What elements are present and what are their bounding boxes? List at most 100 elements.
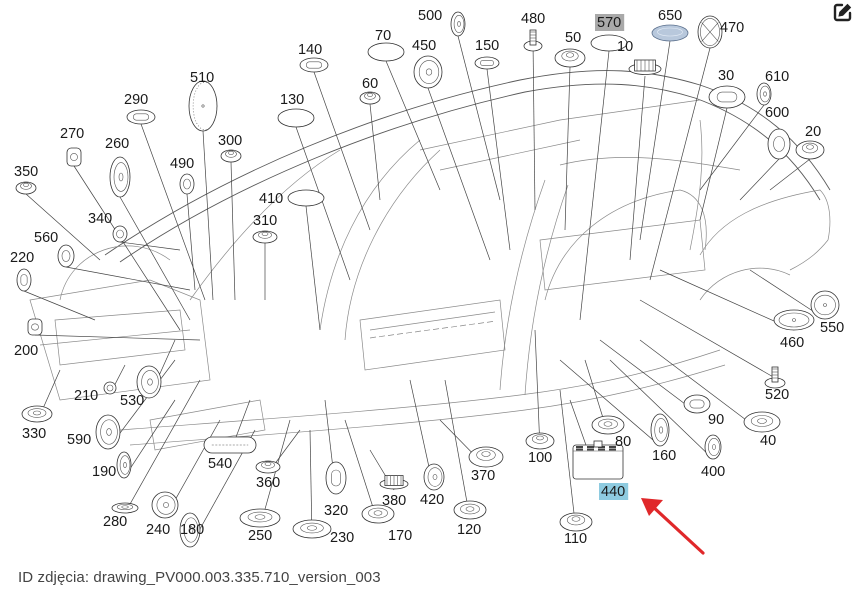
part-60-shape: [359, 91, 381, 105]
car-body-line: [104, 70, 831, 256]
part-550-shape: [810, 290, 840, 320]
part-label-450: 450: [412, 38, 436, 54]
part-label-20: 20: [805, 124, 821, 140]
part-label-210: 210: [74, 388, 98, 404]
part-label-490: 490: [170, 156, 194, 172]
part-310-shape: [252, 230, 278, 244]
part-10-shape: [628, 59, 662, 75]
car-body-detail: [405, 331, 413, 334]
part-70-shape: [367, 42, 405, 62]
part-label-340: 340: [88, 211, 112, 227]
part-240-shape: [151, 491, 179, 519]
car-body-detail: [477, 322, 485, 324]
caption-prefix: ID zdjęcia:: [18, 569, 90, 586]
part-label-300: 300: [218, 133, 242, 149]
part-450-shape: [413, 55, 443, 89]
leader-line-450: [427, 87, 491, 261]
part-210-shape: [103, 381, 117, 395]
part-130-shape: [277, 108, 315, 128]
car-body-detail: [486, 321, 494, 323]
part-340-shape: [112, 225, 128, 243]
car-body-line: [29, 279, 211, 401]
part-label-650: 650: [658, 8, 682, 24]
red-arrow-shaft: [649, 503, 705, 555]
leader-line-350: [25, 193, 101, 261]
part-label-280: 280: [103, 514, 127, 530]
part-110-shape: [559, 512, 593, 532]
part-20-shape: [795, 140, 825, 160]
part-label-30: 30: [718, 68, 734, 84]
part-label-120: 120: [457, 522, 481, 538]
leader-line-570: [579, 50, 610, 321]
part-label-160: 160: [652, 448, 676, 464]
part-label-250: 250: [248, 528, 272, 544]
car-body-line: [149, 399, 266, 451]
car-body-line: [699, 189, 831, 256]
leader-line-60: [369, 103, 381, 201]
car-body-detail: [450, 325, 458, 328]
part-label-150: 150: [475, 38, 499, 54]
part-label-310: 310: [253, 213, 277, 229]
car-body-detail: [369, 336, 377, 339]
leader-line-400: [609, 359, 714, 460]
part-150-shape: [474, 56, 500, 70]
leader-line-20: [769, 158, 811, 191]
part-label-10: 10: [617, 39, 633, 55]
car-body-detail: [396, 333, 404, 335]
part-30-shape: [708, 85, 746, 109]
parts-layer: [15, 11, 840, 548]
part-50-shape: [554, 48, 586, 68]
part-370-shape: [468, 446, 504, 468]
leader-line-510: [202, 130, 214, 301]
part-400-shape: [704, 434, 722, 460]
part-160-shape: [650, 413, 670, 447]
part-520-shape: [764, 366, 786, 389]
part-label-480: 480: [521, 11, 545, 27]
edit-button[interactable]: [833, 2, 853, 22]
part-230-shape: [292, 519, 332, 539]
leader-line-50: [564, 66, 571, 231]
car-body-detail: [441, 327, 449, 329]
part-220-shape: [16, 268, 32, 292]
part-label-570: 570: [597, 15, 621, 31]
part-100-shape: [525, 432, 555, 450]
leader-line-30: [699, 107, 728, 221]
part-label-130: 130: [280, 92, 304, 108]
leader-line-140: [313, 71, 371, 231]
part-330-shape: [21, 405, 53, 423]
part-label-410: 410: [259, 191, 283, 207]
part-label-60: 60: [362, 76, 378, 92]
part-label-560: 560: [34, 230, 58, 246]
part-label-500: 500: [418, 8, 442, 24]
part-470-shape: [697, 15, 723, 49]
part-label-360: 360: [256, 475, 280, 491]
leader-line-500: [457, 35, 501, 201]
car-body-line: [439, 139, 581, 171]
leader-line-40: [639, 339, 763, 433]
part-label-400: 400: [701, 464, 725, 480]
leader-line-650: [639, 40, 671, 241]
part-610-shape: [756, 82, 772, 106]
part-120-shape: [453, 500, 487, 520]
part-350-shape: [15, 181, 37, 195]
red-arrow-pointer: [641, 498, 705, 555]
leader-line-10: [629, 75, 646, 261]
part-530-shape: [136, 365, 162, 399]
part-490-shape: [179, 173, 195, 195]
leader-line-200: [34, 334, 201, 341]
part-380-shape: [379, 475, 409, 490]
leader-line-190: [123, 399, 176, 479]
leader-line-70: [385, 60, 441, 191]
leader-lines: [23, 35, 826, 548]
part-440-shape: [572, 440, 624, 480]
car-body-line: [119, 83, 821, 263]
part-320-shape: [325, 461, 347, 495]
part-label-550: 550: [820, 320, 844, 336]
car-body-detail: [432, 328, 440, 330]
leader-line-220: [23, 290, 96, 321]
part-290-shape: [126, 109, 156, 125]
car-body-line: [189, 149, 341, 301]
part-label-440: 440: [601, 484, 625, 500]
car-body-line: [699, 267, 791, 301]
